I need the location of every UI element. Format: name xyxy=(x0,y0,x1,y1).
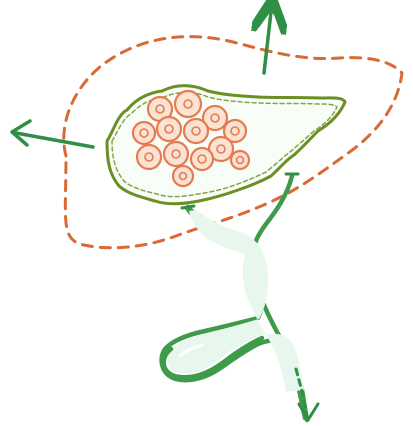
up-arrow-line xyxy=(264,12,271,73)
biliary-fill xyxy=(168,210,304,392)
cell xyxy=(184,119,208,143)
duct-junction-left xyxy=(182,206,194,208)
cell xyxy=(133,122,155,144)
cell xyxy=(157,117,181,141)
cell xyxy=(231,151,249,169)
arrow-down-icon xyxy=(299,404,318,420)
cell xyxy=(164,142,188,166)
cell xyxy=(173,166,193,186)
cell xyxy=(191,148,213,170)
cell xyxy=(137,145,161,169)
cell xyxy=(175,91,201,117)
